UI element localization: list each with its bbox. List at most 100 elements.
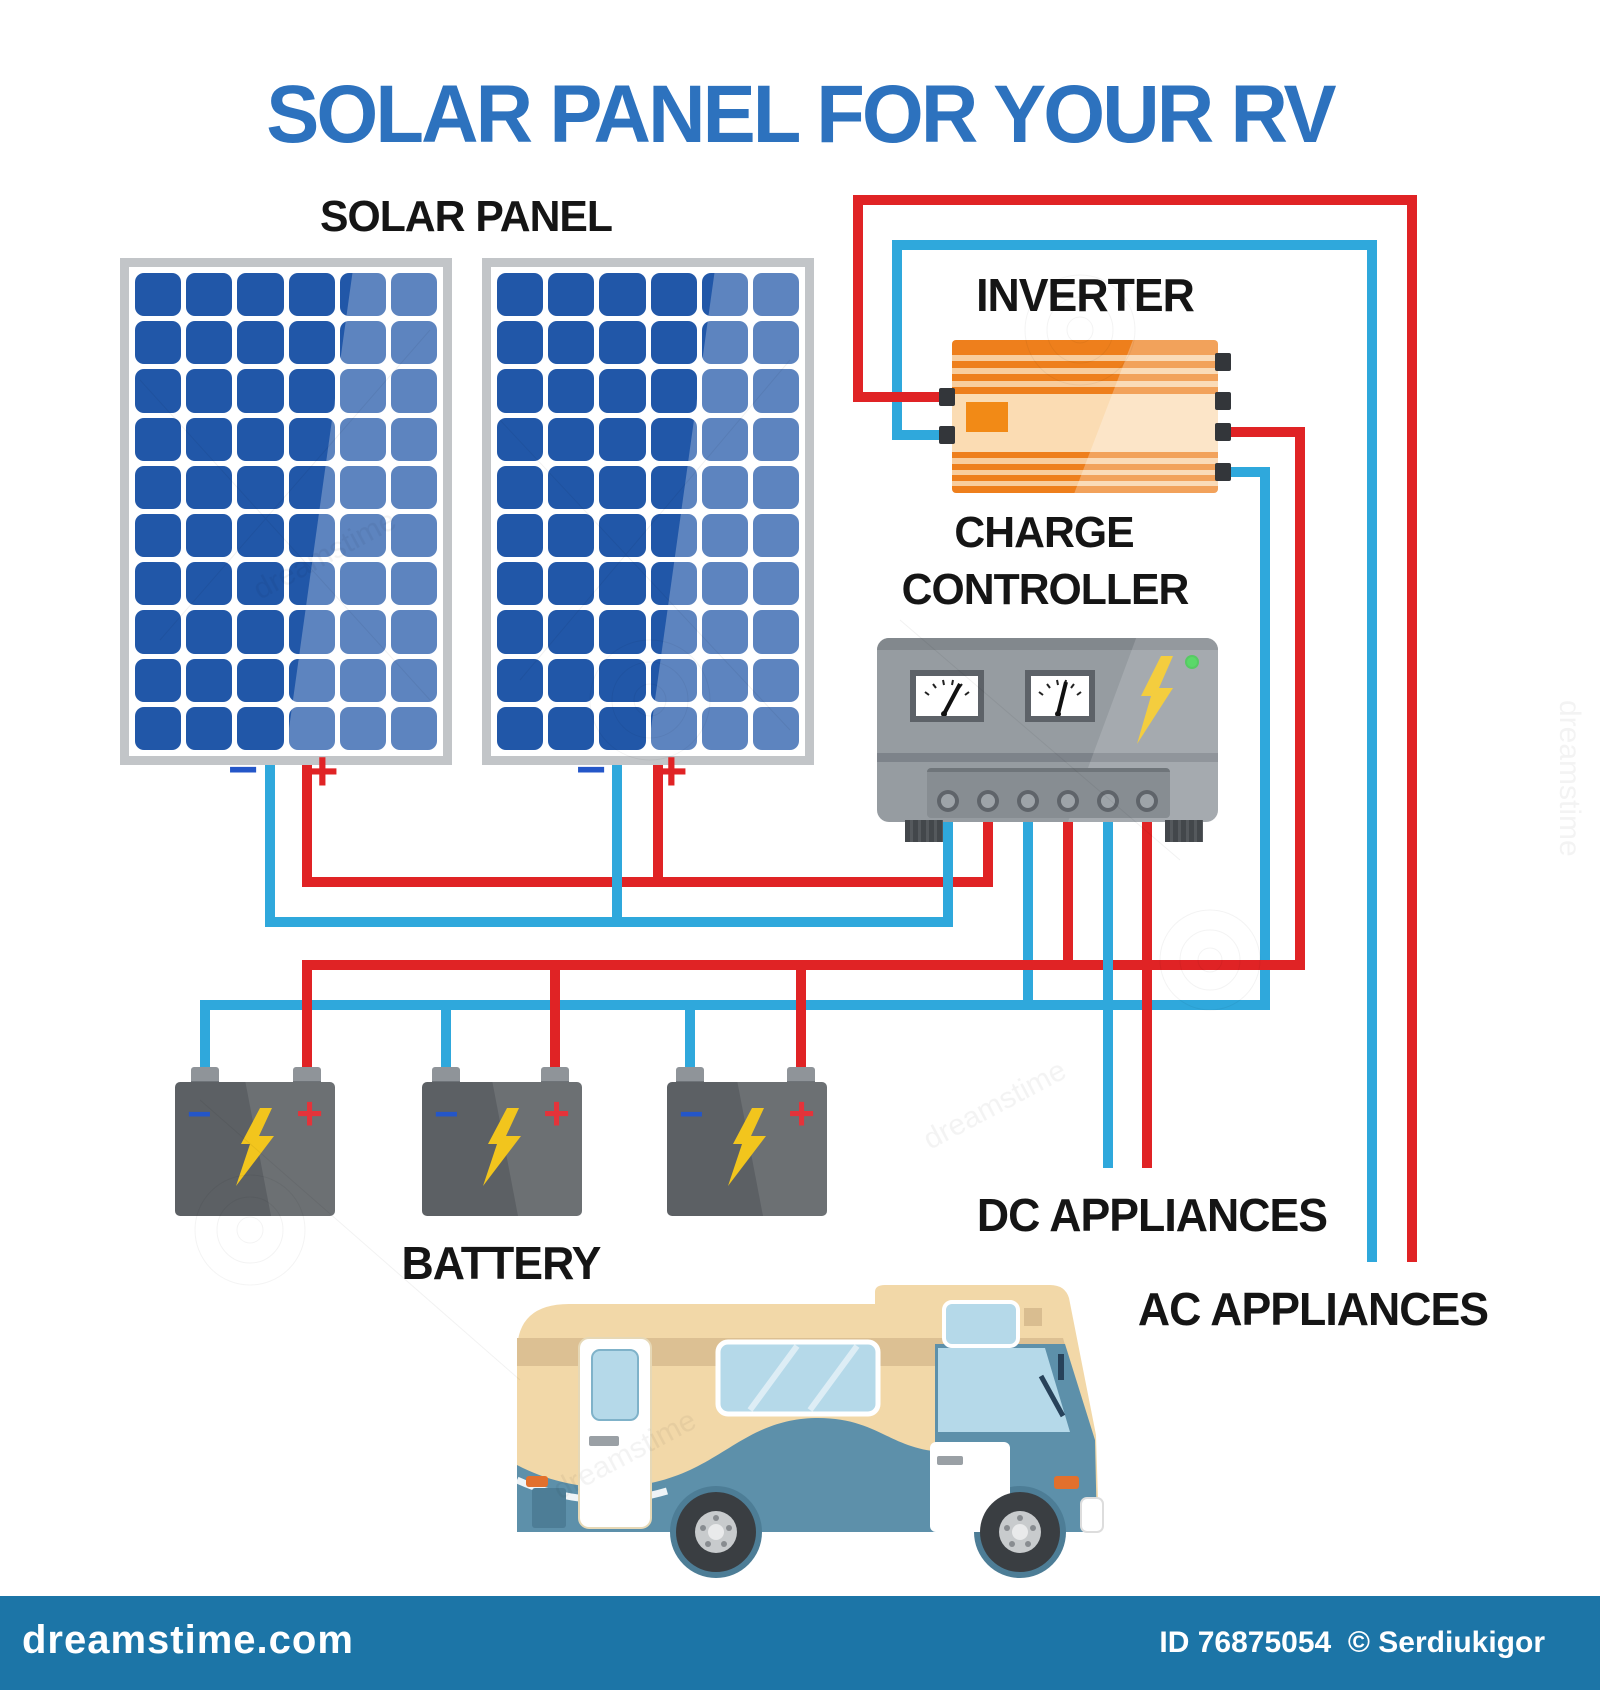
inverter-button-icon <box>966 402 1008 432</box>
solar-cell <box>339 273 386 317</box>
solar-cell <box>237 369 284 413</box>
label-battery: BATTERY <box>401 1237 602 1289</box>
solar-cell <box>701 706 748 750</box>
lightning-bolt-icon <box>236 1108 274 1186</box>
solar-cell <box>497 514 544 558</box>
solar-cell <box>548 514 595 558</box>
watermark-band: dreamstime.com ID 76875054 © Serdiukigor <box>0 1596 1600 1690</box>
wire-solar-positive-bus <box>302 877 993 887</box>
label-charge: CHARGE <box>954 508 1134 557</box>
solar-cell <box>701 562 748 606</box>
wire-dc-negative <box>1103 800 1113 1168</box>
solar-cell <box>237 610 284 654</box>
solar-panel-2-cells <box>497 273 799 750</box>
wire-battery3-negative <box>685 1000 695 1075</box>
terminal-3 <box>1017 790 1039 812</box>
solar-cell <box>135 514 182 558</box>
solar-cell <box>650 706 697 750</box>
wire-solar-negative-to-controller <box>943 800 953 927</box>
solar-cell <box>237 273 284 317</box>
solar-cell <box>752 321 799 365</box>
solar-cell <box>390 273 437 317</box>
ammeter-gauge-icon <box>1025 670 1095 722</box>
solar-cell <box>599 369 646 413</box>
solar-cell <box>339 369 386 413</box>
wire-ac-live-stub <box>858 392 942 402</box>
solar-cell <box>701 369 748 413</box>
solar-cell <box>186 562 233 606</box>
solar-cell <box>752 610 799 654</box>
wire-battery3-positive <box>796 960 806 1075</box>
solar-cell <box>135 321 182 365</box>
solar-cell <box>339 562 386 606</box>
solar-cell <box>186 321 233 365</box>
solar-cell <box>237 514 284 558</box>
solar-cell <box>497 610 544 654</box>
wire-ac-neutral-stub <box>897 430 942 440</box>
solar-cell <box>752 417 799 461</box>
page-title: SOLAR PANEL FOR YOUR RV <box>266 69 1336 160</box>
solar-cell <box>650 514 697 558</box>
wheel-rear <box>676 1492 756 1572</box>
solar-cell <box>390 514 437 558</box>
led-indicator-icon <box>1185 655 1199 669</box>
solar-cell <box>701 273 748 317</box>
solar-cell <box>599 417 646 461</box>
label-controller: CONTROLLER <box>901 565 1190 614</box>
label-inverter: INVERTER <box>976 269 1195 321</box>
solar-cell <box>497 369 544 413</box>
panel2-minus-label: − <box>576 741 607 799</box>
solar-cell <box>650 273 697 317</box>
wire-battery-negative-bus <box>200 1000 1270 1010</box>
solar-cell <box>599 610 646 654</box>
solar-cell <box>288 465 335 509</box>
solar-cell <box>186 658 233 702</box>
dreamstime-logo: dreamstime.com <box>22 1618 354 1662</box>
terminal-1 <box>937 790 959 812</box>
wire-ac-live-top <box>853 195 1417 205</box>
solar-cell <box>237 562 284 606</box>
wire-panel1-positive <box>302 765 312 887</box>
terminal-6 <box>1136 790 1158 812</box>
solar-cell <box>599 273 646 317</box>
wire-dc-positive <box>1142 800 1152 1168</box>
inverter-connector-right-3 <box>1215 423 1231 441</box>
wire-solar-negative-bus <box>265 917 953 927</box>
solar-cell <box>650 562 697 606</box>
image-credit: ID 76875054 © Serdiukigor <box>1159 1626 1545 1660</box>
solar-cell <box>548 562 595 606</box>
solar-cell <box>339 706 386 750</box>
solar-cell <box>390 369 437 413</box>
solar-cell <box>650 658 697 702</box>
wire-panel2-negative <box>612 765 622 927</box>
battery-plus-label: + <box>788 1087 815 1139</box>
rv-camper-illustration <box>515 1285 1104 1578</box>
inverter-dc-connector-left-1 <box>939 388 955 406</box>
terminal-4 <box>1057 790 1079 812</box>
solar-cell <box>390 658 437 702</box>
wire-inverter-negative-stub <box>1222 467 1270 477</box>
inverter-connector-right-1 <box>1215 353 1231 371</box>
wire-battery1-negative <box>200 1000 210 1075</box>
lightning-bolt-icon <box>728 1108 766 1186</box>
wire-battery1-positive <box>302 960 312 1075</box>
solar-cell <box>390 321 437 365</box>
solar-cell <box>752 562 799 606</box>
solar-cell <box>135 465 182 509</box>
battery-1: − + <box>175 1067 335 1217</box>
wire-panel1-negative <box>265 765 275 927</box>
panel1-plus-label: + <box>306 739 339 802</box>
controller-top-strip <box>877 638 1218 650</box>
solar-cell <box>650 417 697 461</box>
solar-cell <box>548 706 595 750</box>
solar-cell <box>752 369 799 413</box>
solar-cell <box>752 658 799 702</box>
battery-minus-label: − <box>679 1090 704 1137</box>
inverter-connector-right-4 <box>1215 463 1231 481</box>
solar-cell <box>650 369 697 413</box>
solar-cell <box>186 465 233 509</box>
battery-body: − + <box>667 1082 827 1216</box>
solar-cell <box>135 369 182 413</box>
solar-cell <box>135 610 182 654</box>
solar-cell <box>752 514 799 558</box>
